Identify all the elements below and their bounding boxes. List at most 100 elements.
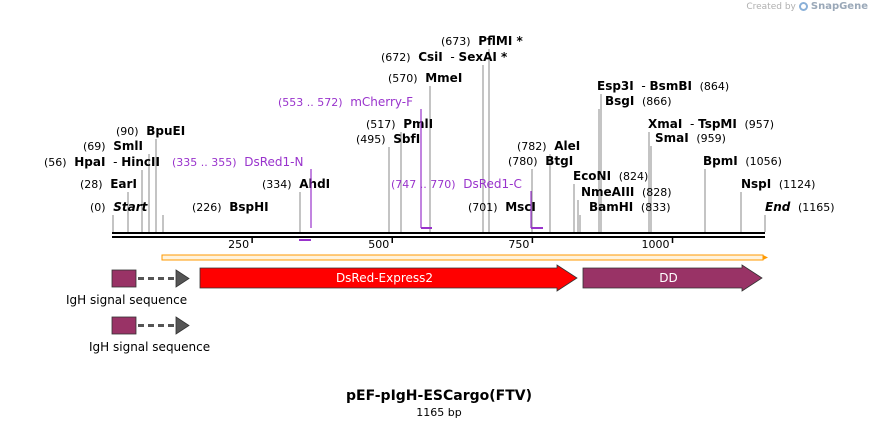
site-name: EcoNI [573, 169, 611, 183]
ruler-tick-label: 1000 [642, 238, 670, 251]
site-position: (864) [700, 80, 730, 93]
site-position: (90) [116, 125, 139, 138]
site-start[interactable]: (0) Start [90, 200, 149, 214]
site-name: BsgI [605, 94, 634, 108]
primer-label: (335 .. 355) DsRed1-N [172, 155, 303, 169]
site-position: (828) [642, 186, 672, 199]
site-nspi[interactable]: NspI (1124) [741, 177, 815, 191]
site-position: (226) [192, 201, 222, 214]
site-end[interactable]: End (1165) [765, 200, 835, 214]
site-label: (780) BtgI [508, 154, 573, 168]
primer-label: (747 .. 770) DsRed1-C [391, 177, 522, 191]
site-label: (226) BspHI [192, 200, 269, 214]
site-partner-name: TspMI [698, 117, 737, 131]
leader-lines [112, 49, 766, 232]
site-hpai[interactable]: (56) HpaI - HincII [44, 155, 160, 169]
site-eari[interactable]: (28) EarI [80, 177, 137, 191]
site-label: Esp3I - BsmBI (864) [597, 79, 729, 93]
site-ahdi[interactable]: (334) AhdI [262, 177, 330, 191]
site-position: (833) [641, 201, 671, 214]
site-name: SbfI [393, 132, 420, 146]
signal-sequence-arrowhead-icon [175, 316, 190, 335]
site-name: PmlI [403, 117, 433, 131]
site-position: (866) [642, 95, 672, 108]
site-labels: (0) Start (28) EarI (56) HpaI - HincII (69)… [44, 34, 835, 214]
site-name: MmeI [425, 71, 462, 85]
site-alei[interactable]: (782) AleI [517, 139, 580, 153]
site-label: (673) PflMI * [441, 34, 524, 48]
site-label: (672) CsiI - SexAI * [381, 50, 508, 64]
site-bpuei[interactable]: (90) BpuEI [116, 124, 185, 138]
site-name: BspHI [229, 200, 268, 214]
site-smai[interactable]: SmaI (959) [655, 131, 726, 145]
site-name: NspI [741, 177, 771, 191]
site-bsphi[interactable]: (226) BspHI [192, 200, 269, 214]
site-nmeaiii[interactable]: NmeAIII (828) [581, 185, 672, 199]
site-bpmi[interactable]: BpmI (1056) [703, 154, 782, 168]
site-msci[interactable]: (701) MscI [468, 200, 536, 214]
site-label: End (1165) [765, 200, 835, 214]
site-smli[interactable]: (69) SmlI [83, 139, 143, 153]
signal-sequence-label: IgH signal sequence [66, 293, 187, 307]
snapgene-logo-icon [798, 2, 808, 11]
site-label: SmaI (959) [655, 131, 726, 145]
site-esp3i[interactable]: Esp3I - BsmBI (864) [597, 79, 729, 93]
site-sbfi[interactable]: (495) SbfI [356, 132, 420, 146]
site-position: (701) [468, 201, 498, 214]
orf-bar [161, 254, 764, 261]
snapgene-credit: Created by SnapGene [746, 1, 868, 12]
site-pmli[interactable]: (517) PmlI [366, 117, 433, 131]
site-position: (1124) [779, 178, 816, 191]
site-label: XmaI - TspMI (957) [648, 117, 774, 131]
primer-dsred1-c[interactable]: (747 .. 770) DsRed1-C [391, 177, 543, 229]
signal-sequence-2[interactable]: IgH signal sequence [89, 316, 210, 354]
primer-dsred1-n[interactable]: (335 .. 355) DsRed1-N [172, 155, 312, 241]
site-label: NmeAIII (828) [581, 185, 672, 199]
site-name: HpaI [74, 155, 105, 169]
site-label: BpmI (1056) [703, 154, 782, 168]
feature-dsred-express2[interactable]: DsRed-Express2 [199, 264, 578, 292]
site-position: (672) [381, 51, 411, 64]
site-name: NmeAIII [581, 185, 634, 199]
site-bsgi[interactable]: BsgI (866) [605, 94, 672, 108]
sequence-backbone [112, 232, 765, 238]
site-pflmi[interactable]: (673) PflMI * [441, 34, 524, 48]
site-position: (517) [366, 118, 396, 131]
site-bamhi[interactable]: BamHI (833) [589, 200, 671, 214]
site-position: (0) [90, 201, 106, 214]
site-position: (28) [80, 178, 103, 191]
site-position: (570) [388, 72, 418, 85]
feature-dd[interactable]: DD [582, 264, 763, 292]
site-econi[interactable]: EcoNI (824) [573, 169, 648, 183]
orf-indicator[interactable] [161, 254, 768, 261]
site-label: NspI (1124) [741, 177, 815, 191]
signal-sequence-1[interactable]: IgH signal sequence [66, 269, 190, 307]
site-position: (69) [83, 140, 106, 153]
site-position: (495) [356, 133, 386, 146]
feature-label: DD [659, 271, 677, 285]
site-position: (957) [744, 118, 774, 131]
site-name: End [765, 200, 791, 214]
site-name: SmaI [655, 131, 689, 145]
site-position: (780) [508, 155, 538, 168]
ruler-tick-label: 250 [228, 238, 249, 251]
site-mmei[interactable]: (570) MmeI [388, 71, 462, 85]
site-name: BtgI [545, 154, 573, 168]
site-xmai[interactable]: XmaI - TspMI (957) [648, 117, 774, 131]
site-position: (959) [696, 132, 726, 145]
site-name: BamHI [589, 200, 633, 214]
site-label: (334) AhdI [262, 177, 330, 191]
primer-name: DsRed1-C [463, 177, 522, 191]
site-name: Start [113, 200, 148, 214]
primer-mcherry-f[interactable]: (553 .. 572) mCherry-F [278, 95, 432, 229]
site-csii[interactable]: (672) CsiI - SexAI * [381, 50, 508, 64]
site-position: (334) [262, 178, 292, 191]
site-name: PflMI * [478, 34, 523, 48]
site-btgi[interactable]: (780) BtgI [508, 154, 573, 168]
site-label: (782) AleI [517, 139, 580, 153]
signal-sequence-block [111, 269, 137, 288]
site-name: BpuEI [146, 124, 185, 138]
site-position: (782) [517, 140, 547, 153]
